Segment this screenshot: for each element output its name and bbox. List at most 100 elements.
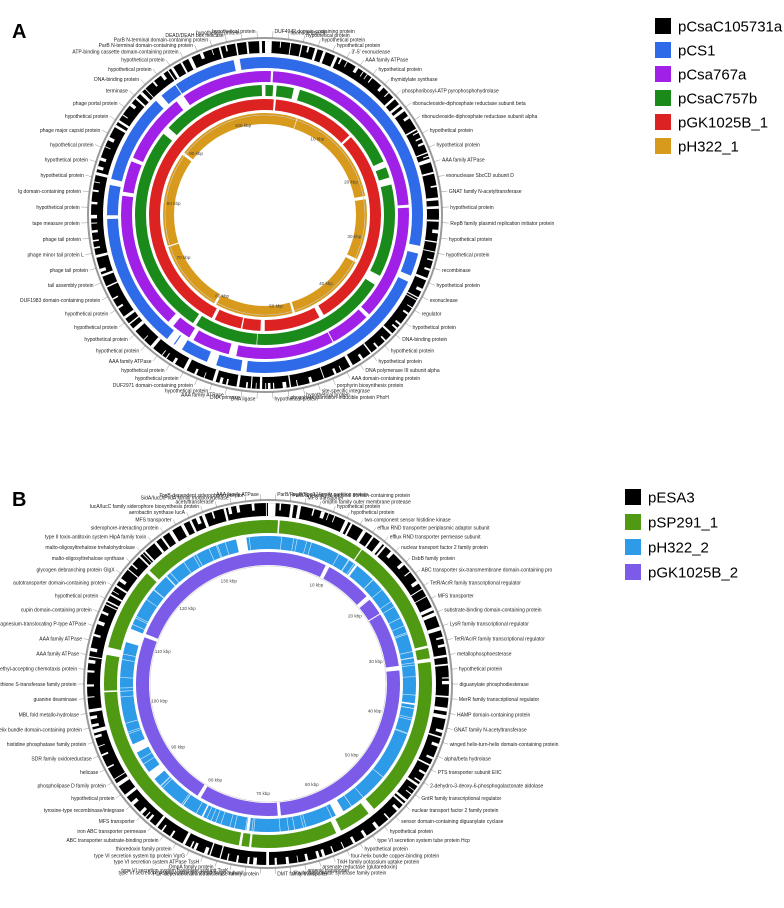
gene-label: arsenate reductase (glutaredoxin): [322, 864, 397, 870]
gene-label-leader: [94, 282, 102, 286]
gene-gap: [396, 562, 405, 570]
gene-gap: [289, 504, 294, 518]
gene-gap: [359, 71, 364, 77]
gene-label: hypothetical protein: [96, 349, 140, 355]
gene-gap: [250, 376, 253, 389]
legend-label-pESA3: pESA3: [648, 490, 695, 507]
gene-label-leader: [433, 268, 441, 271]
gene-gap: [265, 503, 267, 517]
gene-label: MCP four helix bundle domain-containing …: [0, 727, 82, 733]
gene-label: alpha/beta hydrolase: [444, 756, 491, 762]
no-homology-gap: [365, 275, 377, 285]
gene-label-leader: [449, 653, 456, 655]
gene-gap: [373, 342, 379, 349]
legend-swatch-pH322_1: [655, 138, 671, 154]
no-homology-gap: [329, 799, 344, 816]
gene-label: recombinase: [442, 268, 471, 274]
gene-label-leader: [118, 102, 125, 108]
no-homology-gap: [272, 98, 276, 111]
identity-stripe: [402, 693, 416, 696]
gene-label-leader: [290, 866, 292, 873]
gene-label-leader: [451, 698, 458, 700]
gene-gap: [363, 343, 372, 354]
gene-gap: [395, 791, 408, 802]
gene-gap: [147, 814, 155, 821]
gene-label: MFS transporter: [308, 496, 344, 502]
gene-label: DUF1983 domain-containing protein: [20, 298, 101, 304]
identity-stripe: [307, 542, 312, 556]
gene-gap: [311, 48, 318, 61]
gene-label: phage portal protein: [73, 101, 118, 107]
gene-label: hypothetical protein: [108, 67, 152, 73]
gene-label: AAA family ATPase: [39, 636, 82, 642]
gene-gap: [435, 636, 444, 641]
gene-gap: [211, 49, 215, 56]
gene-label: diguanylate phosphodiesterase: [460, 682, 529, 688]
gene-label-leader: [109, 115, 116, 121]
gene-label-leader: [437, 755, 443, 759]
no-homology-gap: [132, 738, 149, 753]
gene-label: aerobactin synthase IucA: [129, 510, 186, 516]
gene-label-leader: [85, 175, 93, 177]
gene-gap: [98, 743, 105, 748]
blast-ring-pGK1025B_2: [136, 552, 400, 816]
gene-gap: [122, 114, 128, 119]
gene-label-leader: [405, 322, 412, 328]
gene-label-leader: [451, 668, 458, 670]
gene-label: dihydrodipicolinate synthase family prot…: [292, 870, 386, 876]
gene-gap: [311, 508, 315, 516]
gene-label-leader: [94, 144, 102, 148]
identity-stripe: [372, 768, 384, 778]
identity-stripe: [280, 536, 282, 550]
gene-label: hypothetical protein: [212, 29, 256, 35]
size-tick-label: 60 kbp: [215, 294, 229, 299]
gene-gap: [110, 593, 123, 602]
gene-label: hypothetical protein: [65, 312, 109, 318]
no-homology-gap: [144, 633, 159, 643]
size-tick-label: 30 kbp: [347, 234, 361, 239]
gene-gap: [92, 726, 107, 734]
gene-gap: [93, 633, 101, 638]
size-tick-label: 10 kbp: [310, 582, 324, 587]
identity-stripe: [122, 659, 135, 662]
gene-gap: [91, 722, 100, 728]
gene-gap: [285, 856, 290, 865]
identity-stripe: [382, 606, 395, 614]
gene-gap: [129, 103, 137, 110]
size-tick-label: 70 kbp: [177, 255, 191, 260]
gene-gap: [105, 603, 118, 611]
identity-stripe: [246, 817, 249, 831]
no-homology-gap: [366, 270, 381, 284]
gene-label-leader: [346, 512, 350, 518]
no-homology-gap: [256, 333, 258, 346]
gene-label: histidine phosphatase family protein: [7, 742, 87, 748]
gene-label-leader: [304, 497, 307, 504]
no-homology-gap: [176, 95, 191, 111]
gene-label-leader: [304, 864, 307, 871]
no-homology-gap: [319, 564, 330, 580]
gene-gap: [417, 142, 425, 147]
identity-stripe: [245, 817, 248, 831]
gene-gap: [332, 368, 337, 375]
no-homology-gap: [211, 307, 220, 320]
gene-gap: [160, 536, 171, 549]
panel-a-legend: pCsaC105731apCS1pCsa767apCsaC757bpGK1025…: [655, 18, 783, 156]
gene-gap: [308, 376, 313, 384]
gene-label-leader: [159, 835, 164, 841]
gene-label: metallophosphoesterase: [457, 651, 512, 657]
gene-gap: [140, 91, 151, 103]
gene-label: MBL fold metallo-hydrolase: [19, 712, 80, 718]
identity-stripe: [401, 664, 415, 667]
no-homology-gap: [356, 595, 370, 608]
gene-gap: [116, 776, 130, 787]
identity-stripe: [206, 806, 213, 819]
gene-gap: [225, 45, 228, 52]
gene-gap: [418, 769, 426, 775]
gene-gap: [106, 281, 118, 288]
panel-a-letter: A: [12, 21, 26, 43]
gene-gap: [194, 368, 199, 375]
gene-label: hypothetical protein: [74, 325, 118, 331]
gene-label: porphyrin biosynthesis protein: [337, 383, 404, 389]
gene-gap: [315, 850, 320, 859]
